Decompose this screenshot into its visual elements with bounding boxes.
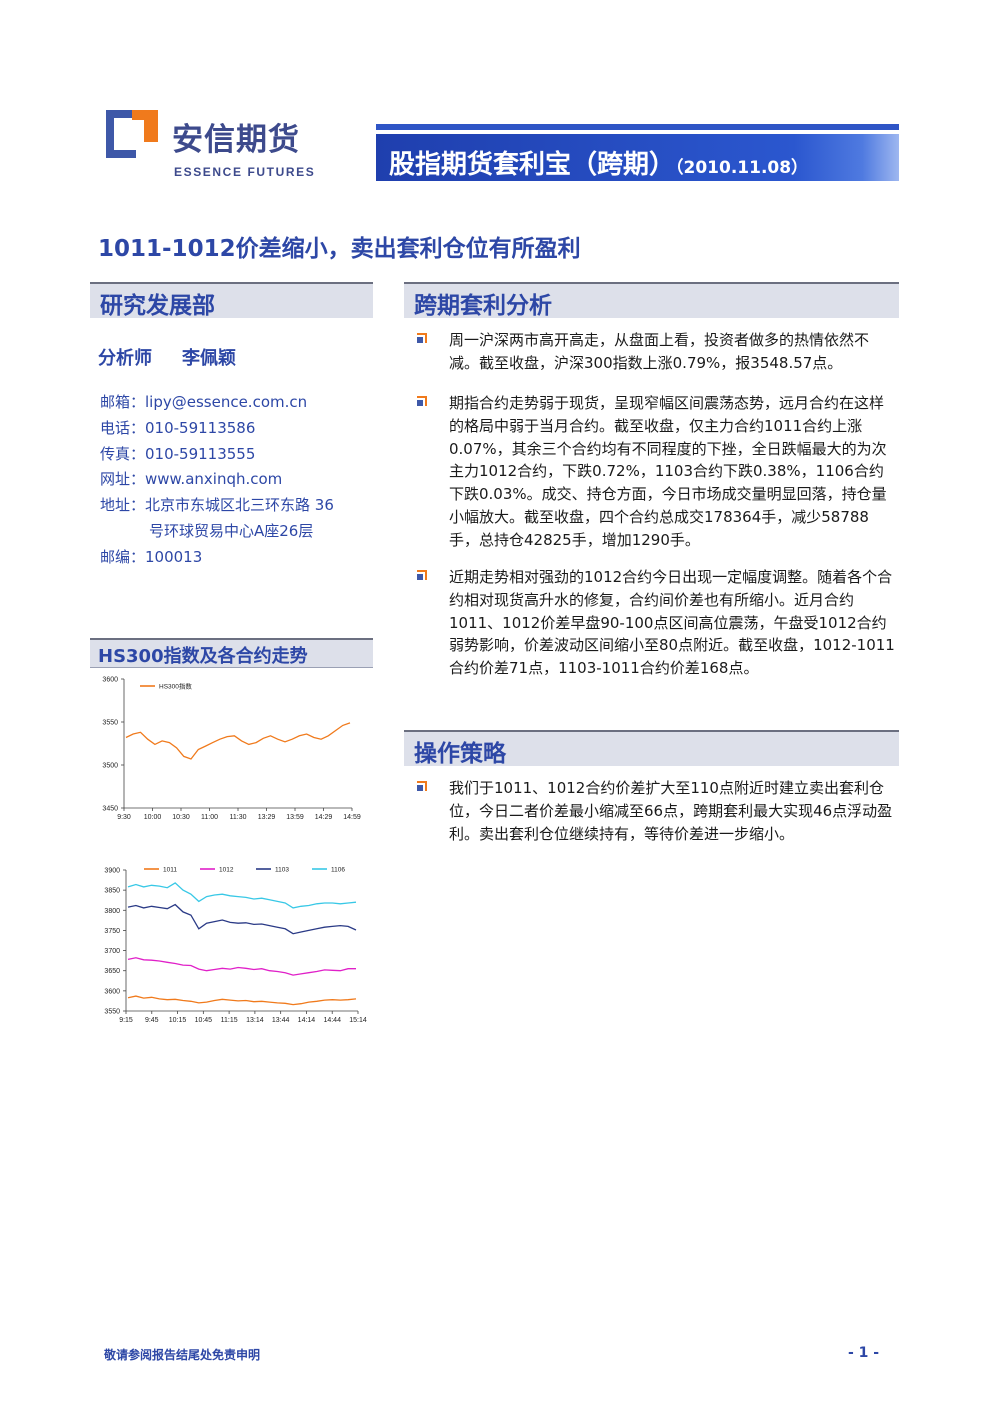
analysis-bullet: 周一沪深两市高开高走，从盘面上看，投资者做多的热情依然不减。截至收盘，沪深300… [416,329,894,375]
contact-fax: 传真：010-59113555 [100,444,256,463]
company-logo: 安信期货 ESSENCE FUTURES [104,108,334,180]
report-title-band [376,134,899,181]
y-tick-label: 3550 [102,720,118,727]
strategy-header: 操作策略 [404,730,899,767]
logo-mark-icon [106,110,158,158]
analysis-bullet-text: 期指合约走势弱于现货，呈现窄幅区间震荡态势，远月合约在这样的格局中弱于当月合约。… [449,394,887,549]
legend-label: 1012 [219,867,234,874]
analyst-name: 李佩颖 [182,348,236,369]
x-tick-label: 11:15 [221,1017,238,1024]
legend-label: 1106 [331,867,345,874]
contact-address-line1: 地址：北京市东城区北三环东路 36 [100,496,334,515]
x-tick-label: 14:59 [343,814,361,821]
analyst-label: 分析师 [98,348,152,369]
y-tick-label: 3800 [104,908,120,915]
y-tick-label: 3850 [104,888,120,895]
legend-label: HS300指数 [159,682,192,691]
report-title: 股指期货套利宝（跨期）（2010.11.08） [389,144,808,181]
research-dept-header: 研究发展部 [90,282,373,319]
x-tick-label: 9:30 [117,814,131,821]
footer-disclaimer: 敬请参阅报告结尾处免责申明 [104,1348,261,1362]
y-tick-label: 3750 [104,928,120,935]
hs300-index-chart: 3450 3500 3550 3600 9:30 10:00 10:30 11:00 11:30… [102,677,361,822]
analysis-bullet: 期指合约走势弱于现货，呈现窄幅区间震荡态势，远月合约在这样的格局中弱于当月合约。… [416,392,894,552]
report-headline: 1011-1012价差缩小，卖出套利仓位有所盈利 [98,236,581,262]
series-line-1106 [127,882,357,909]
x-tick-label: 10:15 [169,1017,187,1024]
analysis-header: 跨期套利分析 [404,282,899,319]
logo-chinese-name: 安信期货 [172,122,300,158]
report-title-text: 股指期货套利宝（跨期） [389,150,676,180]
chart-section-title: HS300指数及各合约走势 [98,646,308,667]
bullet-square-icon [417,781,427,791]
strategy-bullet: 我们于1011、1012合约价差扩大至110点附近时建立卖出套利仓位，今日二者价… [416,777,894,869]
analyst-line: 分析师 李佩颖 [98,344,236,370]
analysis-bullet-text: 近期走势相对强劲的1012合约今日出现一定幅度调整。随着各个合约相对现货高升水的… [449,568,895,678]
x-tick-label: 10:45 [195,1017,213,1024]
contact-zip: 邮编：100013 [100,547,203,566]
report-date: （2010.11.08） [675,158,809,178]
analysis-title: 跨期套利分析 [414,293,552,319]
x-tick-label: 11:00 [201,814,218,821]
x-tick-label: 10:00 [144,814,162,821]
contact-email: 邮箱：lipy@essence.com.cn [100,393,308,411]
y-tick-label: 3550 [104,1009,120,1016]
analysis-bullet: 近期走势相对强劲的1012合约今日出现一定幅度调整。随着各个合约相对现货高升水的… [416,566,895,681]
header-accent-line [376,124,899,130]
x-tick-label: 11:30 [230,814,247,821]
x-tick-label: 13:59 [286,814,304,821]
x-tick-label: 13:14 [246,1017,264,1024]
contact-website: 网址：www.anxinqh.com [100,470,283,489]
chart-section-header: HS300指数及各合约走势 [90,638,373,668]
contact-info: 邮箱：lipy@essence.com.cn 电话：010-59113586 传… [100,390,334,571]
y-tick-label: 3650 [104,968,120,975]
page-number: - 1 - [848,1345,880,1361]
y-tick-label: 3600 [104,988,120,995]
logo-english-name: ESSENCE FUTURES [174,165,316,179]
y-tick-label: 3450 [102,806,118,813]
series-line-1011 [127,995,357,1006]
contact-phone: 电话：010-59113586 [100,418,256,437]
series-line-1012 [127,957,356,976]
x-tick-label: 15:14 [349,1017,367,1024]
analysis-bullet-text: 周一沪深两市高开高走，从盘面上看，投资者做多的热情依然不减。截至收盘，沪深300… [449,331,870,372]
y-tick-label: 3500 [102,763,118,770]
contracts-chart: 3550 3600 3650 3700 3750 3800 3850 3900 9:15 9:45… [104,867,367,1025]
legend-label: 1103 [275,867,289,874]
x-tick-label: 13:29 [258,814,276,821]
x-tick-label: 14:29 [315,814,333,821]
bullet-square-icon [417,333,427,343]
x-tick-label: 14:44 [323,1017,341,1024]
series-line-1103 [127,903,357,935]
x-tick-label: 9:45 [145,1017,159,1024]
x-tick-label: 13:44 [272,1017,290,1024]
series-line-HS300指数 [125,722,351,760]
y-tick-label: 3900 [104,868,120,875]
strategy-title: 操作策略 [414,741,506,767]
bullet-square-icon [417,396,427,406]
x-tick-label: 10:30 [172,814,190,821]
y-tick-label: 3600 [102,677,118,684]
y-tick-label: 3700 [104,948,120,955]
x-tick-label: 9:15 [119,1017,133,1024]
x-tick-label: 14:14 [298,1017,316,1024]
contact-address-line2: 号环球贸易中心A座26层 [149,521,314,540]
bullet-square-icon [417,570,427,580]
research-dept-title: 研究发展部 [100,293,215,319]
strategy-bullet-text: 我们于1011、1012合约价差扩大至110点附近时建立卖出套利仓位，今日二者价… [449,779,893,843]
legend-label: 1011 [163,867,177,874]
